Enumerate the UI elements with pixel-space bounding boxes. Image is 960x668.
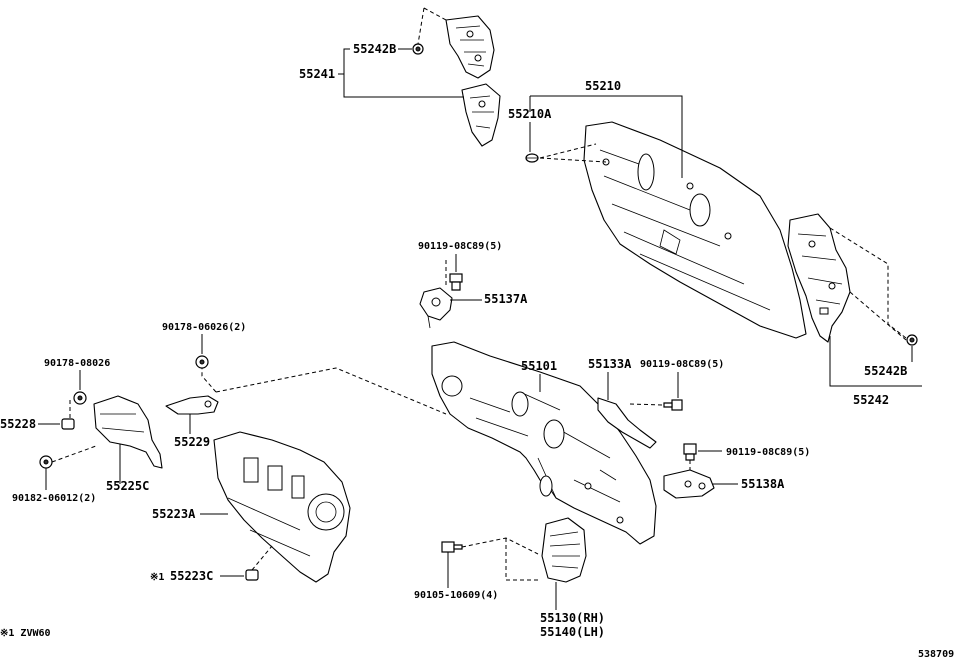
label-90182-06012: 90182-06012(2)	[12, 493, 96, 504]
label-55242: 55242	[853, 393, 889, 407]
label-55228: 55228	[0, 417, 36, 431]
bolt-90105[interactable]	[441, 541, 463, 553]
nut-90178-08026[interactable]	[73, 391, 87, 405]
bracket-55137A[interactable]	[419, 287, 453, 329]
insulator-55210[interactable]	[583, 121, 807, 339]
label-55138A: 55138A	[741, 477, 785, 491]
insulator-55225C[interactable]	[93, 395, 163, 469]
label-55210A: 55210A	[508, 107, 552, 121]
label-90119-c: 90119-08C89(5)	[726, 447, 810, 458]
label-90178-08026: 90178-08026	[44, 358, 110, 369]
label-55223C: 55223C	[170, 569, 213, 583]
label-55229: 55229	[174, 435, 210, 449]
clip-55228[interactable]	[61, 418, 75, 430]
label-55137A: 55137A	[484, 292, 528, 306]
footnote: ※1 ZVW60	[0, 628, 51, 639]
bracket-55229[interactable]	[165, 395, 219, 415]
clip-55242B-top[interactable]	[412, 43, 424, 55]
label-55210: 55210	[585, 79, 621, 93]
bracket-55138A[interactable]	[663, 469, 715, 499]
nut-90182-06012[interactable]	[39, 455, 53, 469]
bolt-90119-c[interactable]	[683, 443, 697, 461]
nut-90178-06026[interactable]	[195, 355, 209, 369]
label-90178-06026: 90178-06026(2)	[162, 322, 246, 333]
bracket-55241[interactable]	[445, 15, 501, 147]
label-90119-a: 90119-08C89(5)	[418, 241, 502, 252]
clip-55223C[interactable]	[245, 569, 259, 581]
label-55225C: 55225C	[106, 479, 149, 493]
pad-55133A[interactable]	[597, 397, 657, 449]
label-90119-b: 90119-08C89(5)	[640, 359, 724, 370]
bracket-55242[interactable]	[787, 213, 851, 343]
insulator-55223A[interactable]	[213, 431, 351, 583]
label-55140: 55140(LH)	[540, 625, 605, 639]
label-55130: 55130(RH)	[540, 611, 605, 625]
label-55133A: 55133A	[588, 357, 632, 371]
bolt-90119-a[interactable]	[449, 273, 463, 291]
label-55101: 55101	[521, 359, 557, 373]
label-55242B-top: 55242B	[353, 42, 396, 56]
bolt-90119-b[interactable]	[663, 399, 683, 411]
insulator-55101[interactable]	[431, 341, 657, 545]
label-90105: 90105-10609(4)	[414, 590, 498, 601]
drawing-id: 538709	[918, 649, 954, 660]
clip-55210A[interactable]	[525, 153, 539, 163]
clip-55242B-right[interactable]	[906, 334, 918, 346]
label-55241: 55241	[299, 67, 335, 81]
label-55223C-mark: ※1	[150, 572, 164, 583]
label-55223A: 55223A	[152, 507, 196, 521]
insulator-55130-55140[interactable]	[541, 517, 587, 583]
label-55242B-right: 55242B	[864, 364, 907, 378]
